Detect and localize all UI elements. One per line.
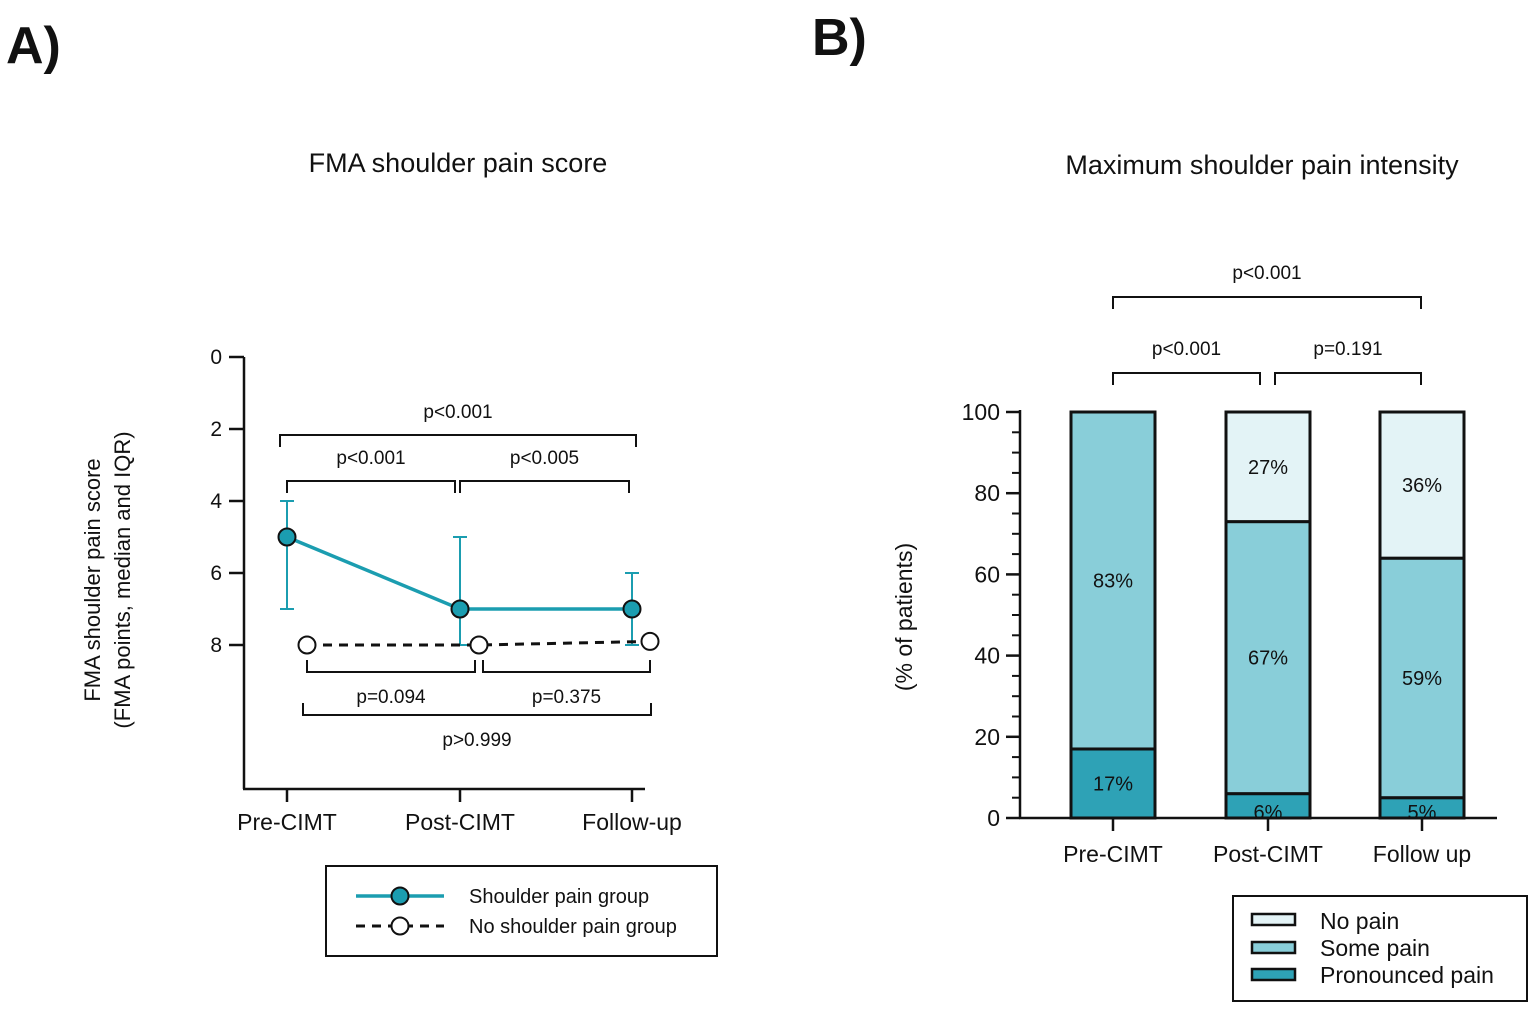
y-tick-label-80: 80 bbox=[974, 480, 1000, 506]
legend-swatch-some-pain bbox=[1250, 940, 1297, 955]
panel-b-axes: 0 20 40 60 80 100 bbox=[962, 399, 1497, 831]
panel-b-comparisons: p<0.001 p=0.191 p<0.001 bbox=[1112, 263, 1422, 385]
comparison-b-post-followup-bracket bbox=[1274, 372, 1422, 385]
panel-a-legend: Shoulder pain group No shoulder pain gro… bbox=[325, 865, 718, 957]
y-tick-label-100: 100 bbox=[962, 399, 1000, 425]
bar-segment-some-pain bbox=[1224, 520, 1312, 796]
y-tick-label-60: 60 bbox=[974, 561, 1000, 587]
point-shoulder-pain bbox=[277, 527, 297, 547]
y-tick-label-2: 2 bbox=[210, 418, 222, 441]
comparison-b-pre-followup-label: p<0.001 bbox=[1232, 263, 1301, 284]
panel-b-bars: 17% 83% Pre-CIMT 6% 67% 27% Post-CIMT 5% 59% 36% F… bbox=[1063, 410, 1471, 867]
legend-label-shoulder-pain: Shoulder pain group bbox=[469, 886, 649, 908]
comparison-nopain-post-followup-label: p=0.375 bbox=[532, 687, 601, 708]
segment-label: 36% bbox=[1402, 475, 1442, 497]
legend-marker-no-shoulder-pain bbox=[390, 916, 410, 936]
bar-segment-some-pain bbox=[1378, 556, 1466, 800]
segment-label: 27% bbox=[1248, 457, 1288, 479]
x-tick-label: Pre-CIMT bbox=[1063, 841, 1163, 867]
y-tick-label-4: 4 bbox=[210, 490, 222, 513]
comparison-pre-post-label: p<0.001 bbox=[336, 448, 405, 469]
panel-a-y-label-line2: (FMA points, median and IQR) bbox=[110, 431, 135, 728]
bar-segment-no-pain bbox=[1378, 410, 1466, 560]
comparison-b-post-followup-label: p=0.191 bbox=[1313, 339, 1382, 360]
x-tick-label-follow-up: Follow-up bbox=[582, 809, 682, 835]
panel-b-label: B) bbox=[812, 9, 867, 67]
y-tick-label-40: 40 bbox=[974, 643, 1000, 669]
bar-segment-some-pain bbox=[1069, 410, 1157, 751]
x-tick-label: Post-CIMT bbox=[1213, 841, 1323, 867]
y-tick-label-8: 8 bbox=[210, 634, 222, 657]
bar-segment-no-pain bbox=[1224, 410, 1312, 524]
panel-a-y-label-line1: FMA shoulder pain score bbox=[80, 458, 105, 701]
segment-label: 59% bbox=[1402, 668, 1442, 690]
point-no-shoulder-pain bbox=[640, 631, 660, 651]
panel-a-title: FMA shoulder pain score bbox=[309, 148, 608, 178]
comparison-nopain-post-followup-bracket bbox=[482, 660, 651, 673]
panel-b-legend: No pain Some pain Pronounced pain bbox=[1232, 895, 1528, 1002]
panel-b-y-label: (% of patients) bbox=[891, 543, 917, 691]
panel-a-axes: 0 2 4 6 8 Pre-CIMT Post-CIMT Follow-up bbox=[210, 346, 682, 835]
comparison-post-followup-bracket bbox=[459, 480, 630, 493]
panel-a-series bbox=[277, 500, 660, 655]
panel-a-comparisons: p<0.001 p<0.001 p<0.005 p=0.094 p=0.375 p>0.9… bbox=[279, 402, 652, 751]
segment-label: 6% bbox=[1254, 802, 1283, 824]
y-tick-label-20: 20 bbox=[974, 724, 1000, 750]
segment-label: 83% bbox=[1093, 570, 1133, 592]
point-shoulder-pain bbox=[622, 599, 642, 619]
comparison-b-pre-followup-bracket bbox=[1112, 296, 1422, 309]
panel-a-legend-box bbox=[325, 865, 718, 957]
segment-label: 5% bbox=[1408, 802, 1437, 824]
x-tick-label: Follow up bbox=[1373, 841, 1471, 867]
legend-label-pronounced-pain: Pronounced pain bbox=[1320, 962, 1494, 988]
x-tick-label-pre-cimt: Pre-CIMT bbox=[237, 809, 337, 835]
comparison-nopain-pre-post-label: p=0.094 bbox=[356, 687, 426, 708]
segment-label: 67% bbox=[1248, 648, 1288, 670]
comparison-pre-followup-bracket bbox=[279, 434, 637, 447]
legend-marker-shoulder-pain bbox=[390, 886, 410, 906]
point-no-shoulder-pain bbox=[297, 635, 317, 655]
comparison-nopain-pre-followup-label: p>0.999 bbox=[442, 730, 511, 751]
comparison-pre-followup-label: p<0.001 bbox=[423, 402, 492, 423]
comparison-nopain-pre-followup-bracket bbox=[302, 703, 652, 716]
y-tick-label-0: 0 bbox=[210, 346, 222, 369]
point-no-shoulder-pain bbox=[469, 635, 489, 655]
x-tick-label-post-cimt: Post-CIMT bbox=[405, 809, 515, 835]
legend-label-some-pain: Some pain bbox=[1320, 935, 1430, 961]
legend-swatch-no-pain bbox=[1250, 912, 1297, 927]
panel-a-label: A) bbox=[6, 17, 61, 75]
y-tick-label-0: 0 bbox=[987, 805, 1000, 831]
bar-segment-pronounced-pain bbox=[1069, 747, 1157, 820]
point-shoulder-pain bbox=[450, 599, 470, 619]
comparison-pre-post-bracket bbox=[286, 480, 456, 493]
legend-swatch-pronounced-pain bbox=[1250, 967, 1297, 982]
comparison-nopain-pre-post-bracket bbox=[306, 660, 476, 673]
panel-b-title: Maximum shoulder pain intensity bbox=[1065, 150, 1459, 180]
legend-label-no-shoulder-pain: No shoulder pain group bbox=[469, 916, 677, 938]
segment-label: 17% bbox=[1093, 773, 1133, 795]
y-tick-label-6: 6 bbox=[210, 562, 222, 585]
comparison-b-pre-post-label: p<0.001 bbox=[1152, 339, 1221, 360]
comparison-b-pre-post-bracket bbox=[1112, 372, 1261, 385]
comparison-post-followup-label: p<0.005 bbox=[510, 448, 579, 469]
legend-label-no-pain: No pain bbox=[1320, 908, 1399, 934]
